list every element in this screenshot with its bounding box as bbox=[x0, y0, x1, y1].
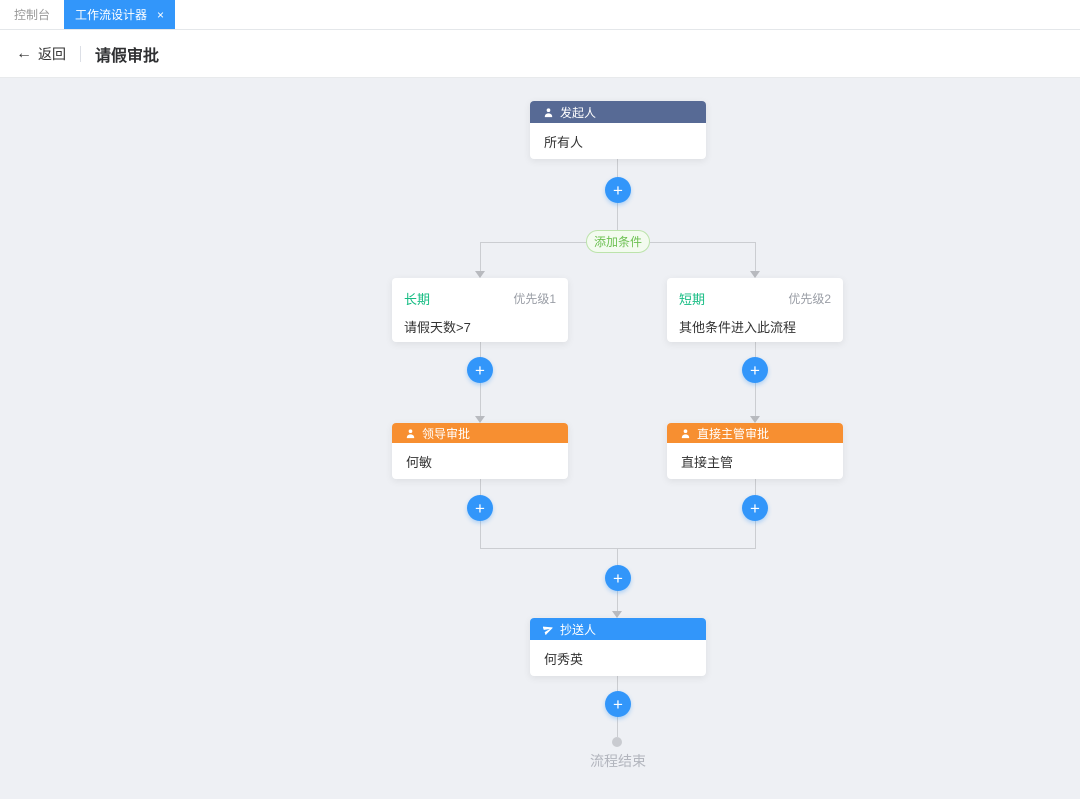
add-node-button[interactable]: + bbox=[742, 495, 768, 521]
connector-line bbox=[755, 242, 756, 271]
add-node-button[interactable]: + bbox=[467, 357, 493, 383]
plus-icon: + bbox=[475, 498, 485, 518]
tab-bar: 控制台 工作流设计器 × bbox=[0, 0, 1080, 30]
close-icon[interactable]: × bbox=[157, 7, 165, 22]
add-node-button[interactable]: + bbox=[605, 565, 631, 591]
node-condition-short[interactable]: 短期 优先级2 其他条件进入此流程 bbox=[667, 278, 843, 342]
node-approval-content: 何敏 bbox=[406, 454, 433, 470]
back-label: 返回 bbox=[38, 45, 66, 62]
node-approval-title: 直接主管审批 bbox=[697, 426, 770, 441]
user-icon bbox=[406, 428, 415, 438]
condition-title: 短期 bbox=[679, 292, 706, 307]
connector-line bbox=[480, 548, 756, 549]
add-node-button[interactable]: + bbox=[605, 177, 631, 203]
node-approval-leader[interactable]: 领导审批 何敏 bbox=[392, 423, 568, 479]
plus-icon: + bbox=[750, 498, 760, 518]
plus-icon: + bbox=[613, 180, 623, 200]
node-cc-content: 何秀英 bbox=[544, 651, 584, 667]
back-arrow-icon: ← bbox=[16, 44, 32, 62]
plus-icon: + bbox=[475, 360, 485, 380]
page-title: 请假审批 bbox=[95, 47, 160, 65]
node-initiator-content: 所有人 bbox=[544, 134, 584, 150]
connector-line bbox=[650, 242, 756, 243]
node-initiator-title: 发起人 bbox=[560, 105, 597, 120]
node-cc-title: 抄送人 bbox=[560, 622, 597, 637]
add-condition-button[interactable]: 添加条件 bbox=[586, 230, 650, 253]
header-divider bbox=[80, 45, 81, 62]
add-node-button[interactable]: + bbox=[467, 495, 493, 521]
user-icon bbox=[544, 107, 553, 117]
condition-priority: 优先级2 bbox=[788, 292, 831, 306]
plus-icon: + bbox=[613, 568, 623, 588]
plus-icon: + bbox=[613, 694, 623, 714]
connector-line bbox=[480, 242, 587, 243]
arrow-down-icon bbox=[612, 611, 622, 618]
add-condition-label: 添加条件 bbox=[593, 235, 642, 249]
plus-icon: + bbox=[750, 360, 760, 380]
condition-priority: 优先级1 bbox=[513, 292, 556, 306]
arrow-down-icon bbox=[475, 416, 485, 423]
tab-workflow-designer[interactable]: 工作流设计器 × bbox=[64, 0, 176, 29]
condition-content: 其他条件进入此流程 bbox=[679, 320, 797, 335]
node-approval-title: 领导审批 bbox=[422, 426, 471, 441]
end-label: 流程结束 bbox=[590, 753, 646, 769]
send-icon bbox=[543, 626, 553, 635]
page-header: ← 返回 请假审批 bbox=[0, 30, 1080, 78]
arrow-down-icon bbox=[475, 271, 485, 278]
end-dot bbox=[612, 737, 622, 747]
add-node-button[interactable]: + bbox=[605, 691, 631, 717]
node-approval-content: 直接主管 bbox=[681, 454, 734, 470]
node-condition-long[interactable]: 长期 优先级1 请假天数>7 bbox=[392, 278, 568, 342]
condition-content: 请假天数>7 bbox=[404, 320, 471, 335]
arrow-down-icon bbox=[750, 416, 760, 423]
node-cc[interactable]: 抄送人 何秀英 bbox=[530, 618, 706, 676]
workflow-canvas: 发起人 所有人 + 添加条件 长期 优先级1 请假天数>7 短期 优先级2 其他… bbox=[0, 78, 1080, 799]
node-initiator-header: 发起人 bbox=[530, 101, 706, 123]
node-cc-header: 抄送人 bbox=[530, 618, 706, 640]
add-node-button[interactable]: + bbox=[742, 357, 768, 383]
node-initiator[interactable]: 发起人 所有人 bbox=[530, 101, 706, 159]
tab-console[interactable]: 控制台 bbox=[0, 0, 64, 29]
tab-console-label: 控制台 bbox=[14, 8, 51, 22]
node-approval-supervisor[interactable]: 直接主管审批 直接主管 bbox=[667, 423, 843, 479]
node-approval-header: 直接主管审批 bbox=[667, 423, 843, 443]
back-button[interactable]: ← 返回 bbox=[16, 44, 66, 64]
tab-workflow-designer-label: 工作流设计器 bbox=[75, 8, 148, 22]
connector-line bbox=[480, 242, 481, 271]
node-approval-header: 领导审批 bbox=[392, 423, 568, 443]
arrow-down-icon bbox=[750, 271, 760, 278]
user-icon bbox=[681, 428, 690, 438]
condition-title: 长期 bbox=[404, 292, 431, 307]
